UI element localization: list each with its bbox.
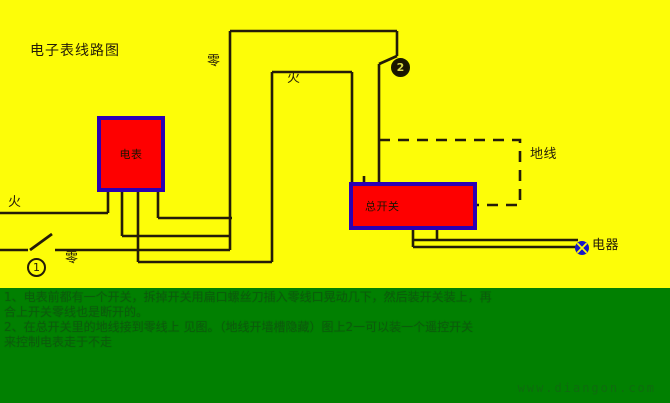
label-live-left: 火 (8, 195, 22, 210)
caption-line-1: 1、电表前都有一个开关，拆掉开关用扁口螺丝刀插入零线口晃动几下，然后装开关装上，… (4, 290, 492, 304)
label-neutral-top: 零 (207, 54, 221, 69)
main-switch-box[interactable]: 总开关 (349, 182, 477, 230)
caption-line-4: 来控制电表走于不走 (4, 335, 113, 349)
wiring-diagram-panel: 电子表线路图 零 火 火 零 地线 电器 电表 总开关 1 2 (0, 0, 670, 288)
switch-2-marker[interactable]: 2 (391, 58, 410, 77)
electricity-meter-label: 电表 (119, 148, 143, 161)
wire-ground-dashed (379, 138, 522, 207)
caption-line-2: 合上开关零线也是断开的。 (4, 305, 149, 319)
site-watermark: www.diangon.com (517, 381, 656, 395)
label-ground: 地线 (530, 147, 558, 162)
switch-1-marker[interactable]: 1 (27, 258, 46, 277)
main-switch-label: 总开关 (365, 200, 400, 213)
caption-line-3: 2、在总开关里的地线接到零线上 见图。（地线开墙槽隐藏）图上2一可以装一个遥控开… (4, 320, 474, 334)
label-neutral-bottom: 零 (65, 251, 79, 266)
switch-2-blade[interactable] (378, 54, 398, 66)
caption-panel: 1、电表前都有一个开关，拆掉开关用扁口螺丝刀插入零线口晃动几下，然后装开关装上，… (0, 288, 670, 403)
label-live-top: 火 (287, 71, 301, 86)
wiring-diagram-svg (0, 29, 578, 264)
label-appliance: 电器 (592, 238, 620, 253)
switch-1-blade[interactable] (29, 232, 53, 252)
appliance-lamp-icon (575, 241, 589, 255)
electricity-meter-box[interactable]: 电表 (97, 116, 165, 192)
diagram-title: 电子表线路图 (30, 43, 120, 59)
